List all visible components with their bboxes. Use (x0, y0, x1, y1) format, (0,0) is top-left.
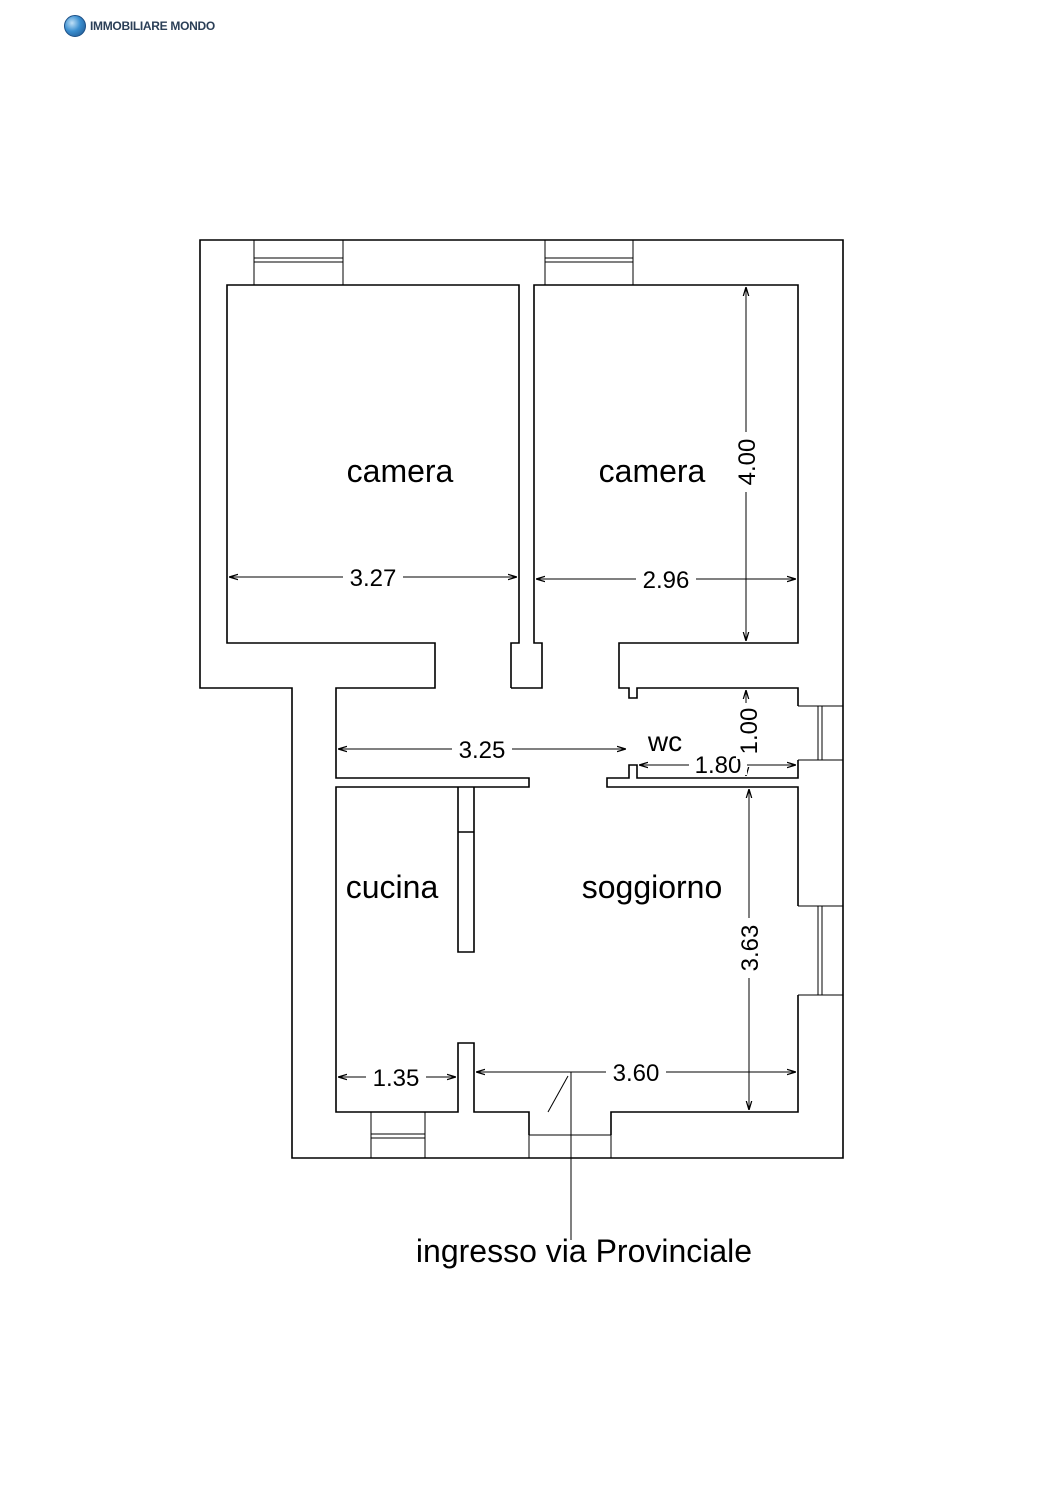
dim-label-camera-left: 3.27 (350, 565, 397, 592)
dim-label-camera-right-depth: 4.00 (734, 439, 761, 486)
room-label-wc: wc (647, 726, 682, 757)
window-top-right (544, 240, 634, 285)
room-label-camera-right: camera (599, 453, 706, 489)
dim-label-wc-width: 1.80 (695, 752, 742, 779)
globe-icon (64, 15, 86, 37)
outer-wall (199, 239, 844, 1159)
logo-text: IMMOBILIARE MONDO (90, 19, 215, 33)
logo: IMMOBILIARE MONDO (64, 14, 215, 38)
dim-label-camera-right: 2.96 (643, 567, 690, 594)
dim-label-corridor: 3.25 (459, 737, 506, 764)
entrance-caption: ingresso via Provinciale (416, 1233, 752, 1269)
soggiorno-wall (610, 995, 799, 1135)
room-label-cucina: cucina (346, 869, 439, 905)
window-cucina (370, 1112, 426, 1158)
partition-stub (510, 640, 543, 689)
wc-wall (606, 760, 799, 906)
room-label-soggiorno: soggiorno (582, 869, 723, 905)
dim-label-wc-depth: 1.00 (736, 708, 763, 755)
room-label-camera-left: camera (347, 453, 454, 489)
room-camera-right (533, 284, 799, 706)
entrance-door (528, 1072, 612, 1240)
kitchen-partition (457, 787, 475, 953)
dim-label-soggiorno-depth: 3.63 (737, 925, 764, 972)
window-wc (798, 705, 843, 761)
dim-label-cucina: 1.35 (373, 1065, 420, 1092)
window-soggiorno (798, 905, 843, 996)
room-camera-left (226, 284, 530, 1135)
dim-label-soggiorno-width: 3.60 (613, 1060, 660, 1087)
window-top-left (253, 240, 344, 285)
